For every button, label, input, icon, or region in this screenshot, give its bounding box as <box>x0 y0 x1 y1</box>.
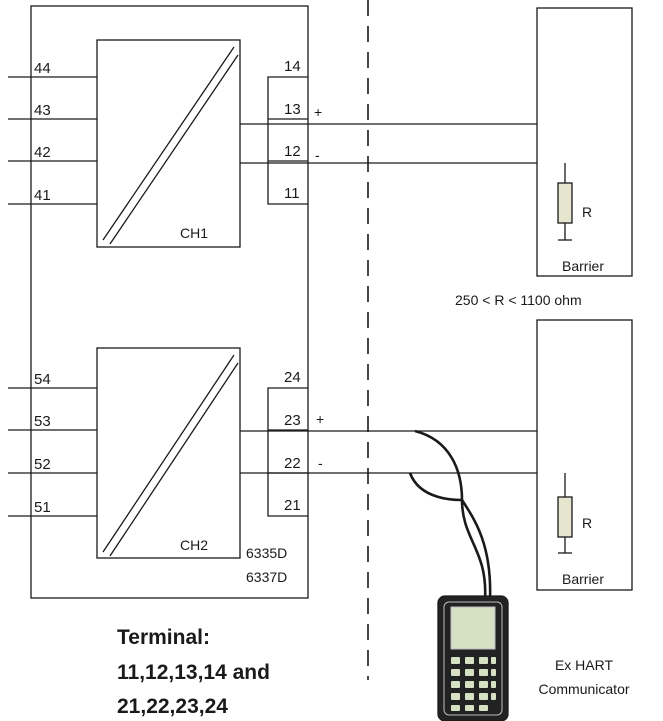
ch2-label: CH2 <box>180 537 208 553</box>
hart-lead <box>408 472 492 601</box>
barrier-label: Barrier <box>562 571 604 587</box>
terminal-label: 13 <box>284 101 301 118</box>
ch1-output-bracket <box>267 76 308 205</box>
communicator-label: Communicator <box>538 681 629 697</box>
communicator-label: Ex HART <box>555 657 614 673</box>
model-number: 6335D <box>246 545 287 561</box>
ch1-label: CH1 <box>180 225 208 241</box>
plus-sign: + <box>316 411 324 427</box>
terminal-label: 43 <box>34 102 51 119</box>
ch2-output-bracket <box>267 387 308 517</box>
ch2-diagonal-b <box>109 362 239 557</box>
terminal-label: 53 <box>34 413 51 430</box>
ch1-diagonal-b <box>109 54 239 245</box>
ch2-diagonal-a <box>102 354 235 553</box>
terminal-label: 51 <box>34 499 51 516</box>
terminal-label: 54 <box>34 371 51 388</box>
terminal-label: 12 <box>284 143 301 160</box>
ch1-diagonal-a <box>102 46 235 241</box>
terminal-label: 14 <box>284 58 301 75</box>
resistor-icon <box>557 496 573 538</box>
resistor-icon <box>557 182 573 224</box>
terminal-note-line: 21,22,23,24 <box>117 695 228 718</box>
hart-communicator-icon <box>437 595 509 721</box>
resistor-label: R <box>582 204 592 220</box>
minus-sign: - <box>315 147 320 163</box>
terminal-label: 44 <box>34 60 51 77</box>
terminal-note-line: 11,12,13,14 and <box>117 661 270 684</box>
resistor-label: R <box>582 515 592 531</box>
terminal-label: 23 <box>284 412 301 429</box>
barrier-box <box>536 7 633 277</box>
terminal-label: 42 <box>34 144 51 161</box>
terminal-label: 52 <box>34 456 51 473</box>
barrier-box <box>536 319 633 591</box>
terminal-label: 24 <box>284 369 301 386</box>
terminal-note-title: Terminal: <box>117 626 210 649</box>
hart-lead <box>414 429 487 601</box>
terminal-label: 11 <box>284 185 300 202</box>
minus-sign: - <box>318 455 323 471</box>
plus-sign: + <box>314 104 322 120</box>
resistance-range-note: 250 < R < 1100 ohm <box>455 292 582 308</box>
model-number: 6337D <box>246 569 287 585</box>
terminal-label: 41 <box>34 187 51 204</box>
terminal-label: 22 <box>284 455 301 472</box>
terminal-label: 21 <box>284 497 301 514</box>
barrier-label: Barrier <box>562 258 604 274</box>
